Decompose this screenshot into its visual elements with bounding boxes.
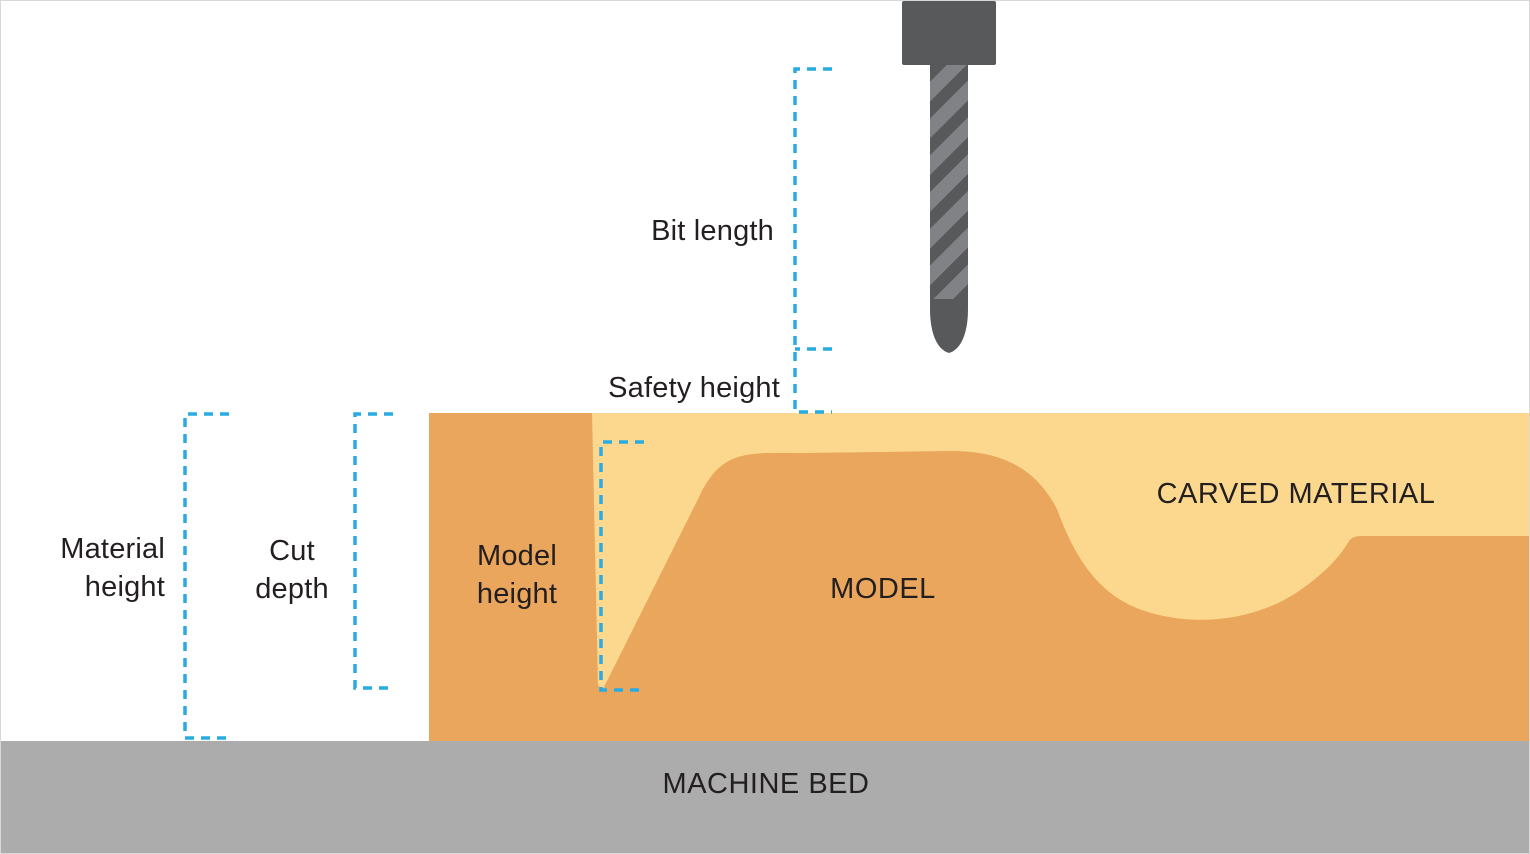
cut-depth-bracket [353, 412, 393, 690]
milling-bit-tip [930, 299, 968, 353]
milling-bit-flutes [930, 65, 968, 303]
model-height-bracket [599, 440, 644, 692]
machine-bed-block [1, 741, 1529, 853]
cut-depth-label: Cut depth [255, 535, 329, 605]
carved-material-label: CARVED MATERIAL [1156, 478, 1436, 510]
milling-bit-shank [902, 1, 996, 65]
bit-length-bracket [793, 67, 832, 414]
model-height-label: Model height [476, 540, 558, 610]
model-label: MODEL [830, 573, 936, 605]
material-height-label: Material height [60, 533, 165, 603]
milling-bit [902, 1, 996, 353]
safety-height-label: Safety height [608, 372, 780, 404]
machine-bed-label: MACHINE BED [662, 768, 870, 800]
measurement-brackets [183, 67, 832, 740]
material-height-bracket [183, 412, 229, 740]
model-block [429, 413, 1529, 741]
bit-length-label: Bit length [651, 215, 774, 247]
